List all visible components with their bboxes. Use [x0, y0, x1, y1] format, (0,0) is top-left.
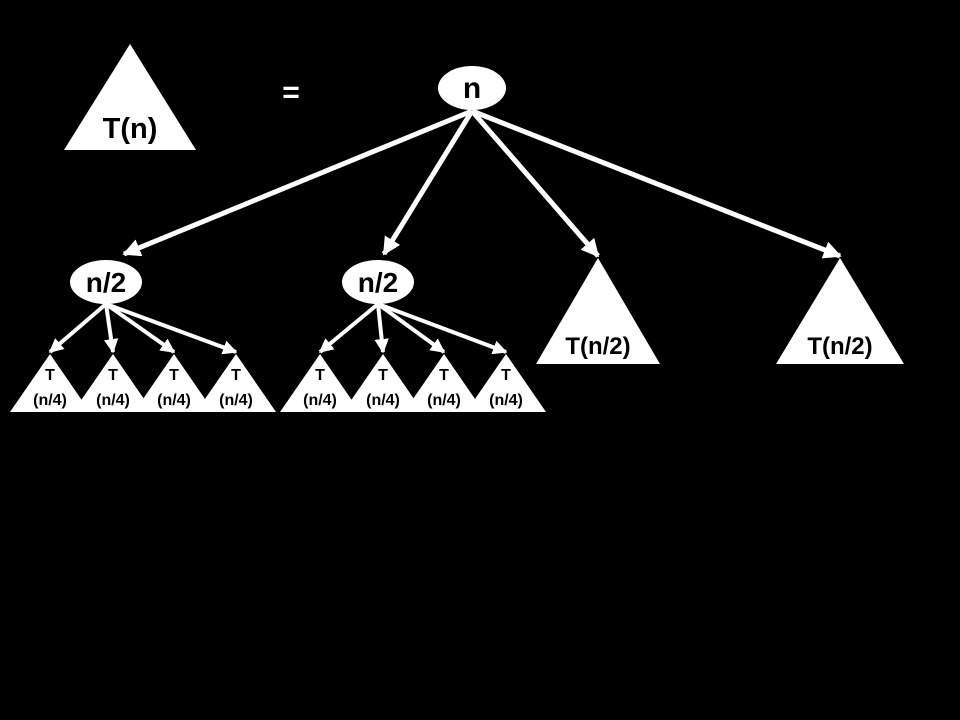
level1-subtree-d: T(n/2): [776, 258, 904, 364]
level1-node-b: n/2: [342, 260, 414, 304]
leaf-a2-triangle: [73, 354, 153, 412]
leaf-b2: T (n/4): [343, 354, 423, 412]
lhs-triangle: [64, 44, 196, 150]
leaf-a1-bottom: (n/4): [33, 392, 67, 409]
root-arrows: [122, 108, 842, 259]
arrow-b-leaf-3: [376, 302, 446, 354]
arrow-a-leaf-4: [105, 302, 238, 355]
leaf-b1-top: T: [315, 367, 325, 384]
level1-subtree-c: T(n/2): [536, 258, 660, 364]
arrow-a-leaf-1: [48, 302, 108, 354]
arrow-root-to-node-a: [122, 108, 473, 257]
arrow-root-to-subtree-d: [471, 108, 842, 259]
node-b-shape: [342, 260, 414, 304]
level1-node-a: n/2: [70, 260, 142, 304]
root-node-shape: [438, 66, 506, 110]
subtree-c-label: T(n/2): [565, 333, 630, 360]
leaf-a4-triangle: [196, 354, 276, 412]
root-node-label: n: [463, 72, 481, 105]
leaf-b3-triangle: [404, 354, 484, 412]
subtree-d-triangle: [776, 258, 904, 364]
arrow-b-leaf-4: [377, 302, 508, 355]
arrow-a-leaf-3: [104, 302, 176, 354]
leaf-a3-bottom: (n/4): [157, 392, 191, 409]
leaf-a4-top: T: [231, 367, 241, 384]
arrow-root-to-subtree-c: [470, 109, 600, 258]
leaf-b4-bottom: (n/4): [489, 392, 523, 409]
leaf-a3-top: T: [169, 367, 179, 384]
arrow-a-leaf-2: [104, 303, 119, 354]
leaf-a1: T (n/4): [10, 354, 90, 412]
leaf-b2-triangle: [343, 354, 423, 412]
node-b-arrows: [318, 302, 508, 355]
node-b-leaves: T (n/4) T (n/4) T (n/4) T (n/4): [280, 354, 546, 412]
lhs-triangle-label: T(n): [103, 113, 158, 145]
subtree-c-triangle: [536, 258, 660, 364]
leaf-b2-top: T: [378, 367, 388, 384]
leaf-b4: T (n/4): [466, 354, 546, 412]
leaf-a2-bottom: (n/4): [96, 392, 130, 409]
leaf-b3-bottom: (n/4): [427, 392, 461, 409]
subtree-d-label: T(n/2): [807, 333, 872, 360]
leaf-b1: T (n/4): [280, 354, 360, 412]
lhs-triangle-group: T(n): [64, 44, 196, 150]
leaf-a3: T (n/4): [134, 354, 214, 412]
node-a-shape: [70, 260, 142, 304]
node-a-arrows: [48, 302, 238, 355]
leaf-b3: T (n/4): [404, 354, 484, 412]
leaf-a1-triangle: [10, 354, 90, 412]
leaf-b3-top: T: [439, 367, 449, 384]
leaf-a4: T (n/4): [196, 354, 276, 412]
arrow-b-leaf-1: [318, 302, 380, 354]
leaf-a2-top: T: [108, 367, 118, 384]
equals-sign: =: [282, 76, 300, 109]
leaf-b4-top: T: [501, 367, 511, 384]
leaf-a1-top: T: [45, 367, 55, 384]
arrow-root-to-node-b: [381, 109, 475, 256]
leaf-b1-bottom: (n/4): [303, 392, 337, 409]
node-a-label: n/2: [86, 267, 126, 298]
leaf-a4-bottom: (n/4): [219, 392, 253, 409]
leaf-a2: T (n/4): [73, 354, 153, 412]
arrow-b-leaf-2: [374, 303, 389, 354]
leaf-b2-bottom: (n/4): [366, 392, 400, 409]
leaf-b1-triangle: [280, 354, 360, 412]
node-b-label: n/2: [358, 267, 398, 298]
leaf-b4-triangle: [466, 354, 546, 412]
node-a-leaves: T (n/4) T (n/4) T (n/4) T (n/4): [10, 354, 276, 412]
leaf-a3-triangle: [134, 354, 214, 412]
root-node: n: [438, 66, 506, 110]
